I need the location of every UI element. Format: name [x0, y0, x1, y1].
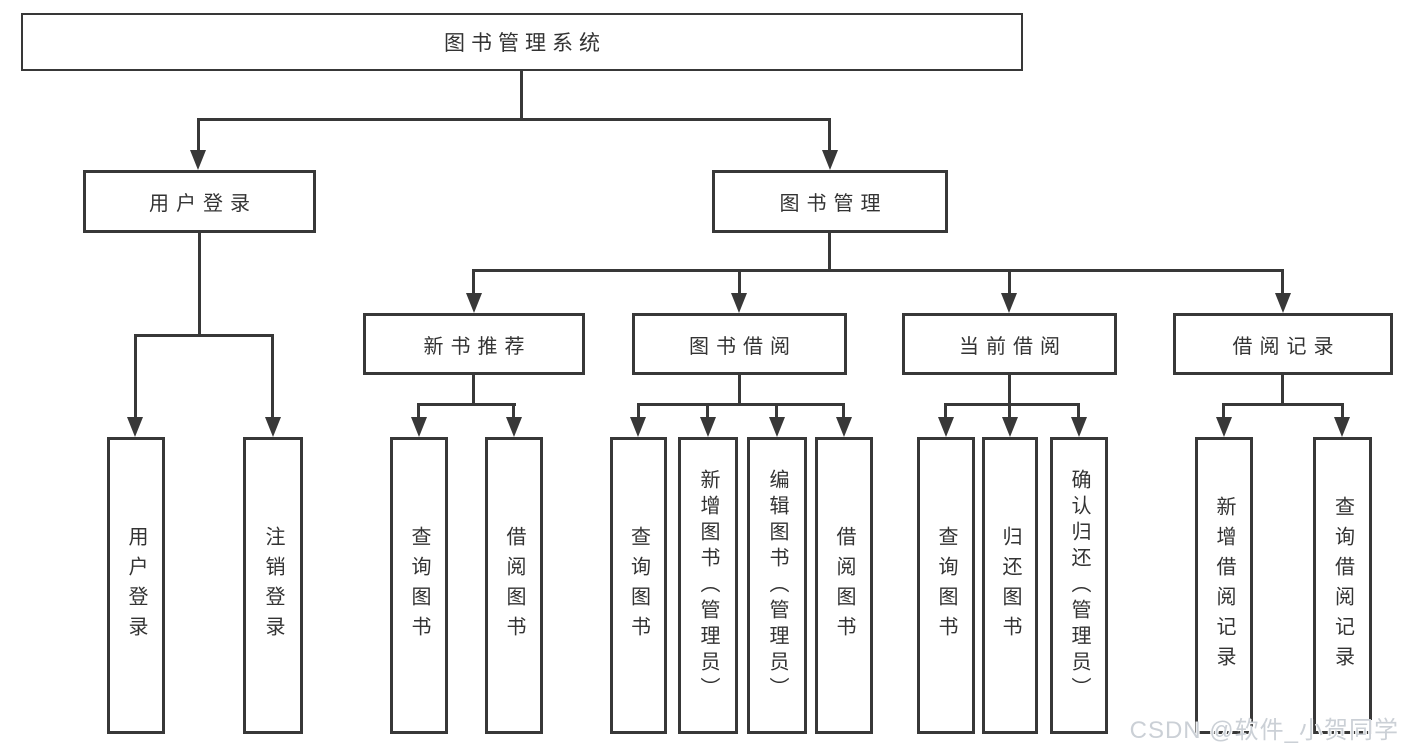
- leaf-current-confirm-return-admin-label: 确认归还（管理员）: [1068, 468, 1090, 703]
- leaf-borrow-edit-book-admin: 编辑图书（管理员）: [747, 437, 807, 734]
- arrow-down-icon: [411, 417, 427, 437]
- node-borrow-record-label: 借阅记录: [1232, 335, 1341, 358]
- connector-current-stem: [1008, 375, 1011, 406]
- arrow-down-icon: [700, 417, 716, 437]
- leaf-current-return-book: 归还图书: [982, 437, 1038, 734]
- connector-login-leg-1: [134, 334, 137, 419]
- leaf-new-borrow-book: 借阅图书: [485, 437, 543, 734]
- arrow-down-icon: [265, 417, 281, 437]
- leaf-current-query-book-label: 查询图书: [935, 525, 957, 646]
- leaf-borrow-borrow-book: 借阅图书: [815, 437, 873, 734]
- arrow-down-icon: [1275, 293, 1291, 313]
- leaf-user-login: 用户登录: [107, 437, 165, 734]
- connector-current-bar: [944, 403, 1079, 406]
- leaf-record-add-record-label: 新增借阅记录: [1213, 495, 1235, 676]
- node-current-borrow-label: 当前借阅: [959, 335, 1067, 358]
- arrow-down-icon: [731, 293, 747, 313]
- connector-root-leg-right: [828, 118, 831, 156]
- connector-login-leg-2: [271, 334, 274, 419]
- connector-root-bar: [197, 118, 831, 121]
- leaf-record-add-record: 新增借阅记录: [1195, 437, 1253, 734]
- connector-new-leg-2: [512, 403, 515, 421]
- connector-current-leg-2: [1008, 403, 1011, 421]
- arrow-down-icon: [938, 417, 954, 437]
- leaf-current-return-book-label: 归还图书: [999, 525, 1021, 646]
- node-book-borrow-label: 图书借阅: [689, 335, 797, 358]
- connector-record-leg-2: [1341, 403, 1344, 421]
- connector-mgmt-stem: [828, 233, 831, 272]
- node-book-borrow: 图书借阅: [632, 313, 847, 375]
- node-new-book-recommend-label: 新书推荐: [423, 335, 532, 358]
- leaf-borrow-query-book: 查询图书: [610, 437, 667, 734]
- arrow-down-icon: [769, 417, 785, 437]
- arrow-down-icon: [127, 417, 143, 437]
- arrow-down-icon: [1071, 417, 1087, 437]
- leaf-borrow-edit-book-admin-label: 编辑图书（管理员）: [766, 468, 788, 703]
- connector-root-leg-left: [197, 118, 200, 156]
- connector-record-stem: [1281, 375, 1284, 406]
- leaf-current-query-book: 查询图书: [917, 437, 975, 734]
- connector-new-bar: [419, 403, 516, 406]
- connector-mgmt-leg-1: [472, 269, 475, 299]
- connector-borrow-bar: [637, 403, 844, 406]
- connector-login-bar: [135, 334, 274, 337]
- node-root: 图书管理系统: [21, 13, 1023, 71]
- node-book-management-label: 图书管理: [779, 193, 888, 215]
- arrow-down-icon: [506, 417, 522, 437]
- leaf-record-query-record-label: 查询借阅记录: [1331, 495, 1354, 676]
- leaf-new-query-book: 查询图书: [390, 437, 448, 734]
- connector-borrow-leg-2: [706, 403, 709, 421]
- node-user-login-label: 用户登录: [149, 193, 257, 215]
- connector-new-stem: [472, 375, 475, 406]
- leaf-new-query-book-label: 查询图书: [408, 525, 430, 646]
- leaf-current-confirm-return-admin: 确认归还（管理员）: [1050, 437, 1108, 734]
- connector-current-leg-1: [944, 403, 947, 421]
- leaf-borrow-borrow-book-label: 借阅图书: [833, 525, 855, 646]
- connector-borrow-leg-1: [637, 403, 640, 421]
- connector-borrow-leg-4: [842, 403, 845, 421]
- csdn-watermark: CSDN @软件_小贺同学: [1129, 717, 1399, 744]
- connector-record-bar: [1222, 403, 1343, 406]
- connector-borrow-stem: [738, 375, 741, 406]
- node-user-login: 用户登录: [83, 170, 316, 233]
- arrow-down-icon: [1001, 293, 1017, 313]
- leaf-user-login-label: 用户登录: [125, 525, 147, 646]
- node-book-management: 图书管理: [712, 170, 948, 233]
- connector-mgmt-bar: [472, 269, 1283, 272]
- arrow-down-icon: [822, 150, 838, 170]
- leaf-logout: 注销登录: [243, 437, 303, 734]
- leaf-record-query-record: 查询借阅记录: [1313, 437, 1372, 734]
- leaf-logout-label: 注销登录: [262, 525, 284, 646]
- connector-current-leg-3: [1077, 403, 1080, 421]
- arrow-down-icon: [466, 293, 482, 313]
- node-new-book-recommend: 新书推荐: [363, 313, 585, 375]
- leaf-new-borrow-book-label: 借阅图书: [503, 525, 525, 646]
- arrow-down-icon: [630, 417, 646, 437]
- arrow-down-icon: [1334, 417, 1350, 437]
- connector-login-stem: [198, 233, 201, 337]
- leaf-borrow-add-book-admin-label: 新增图书（管理员）: [697, 468, 719, 703]
- connector-root-stem: [520, 69, 523, 119]
- arrow-down-icon: [1002, 417, 1018, 437]
- connector-mgmt-leg-4: [1281, 269, 1284, 299]
- leaf-borrow-add-book-admin: 新增图书（管理员）: [678, 437, 738, 734]
- leaf-borrow-query-book-label: 查询图书: [627, 525, 650, 646]
- connector-new-leg-1: [417, 403, 420, 421]
- connector-record-leg-1: [1222, 403, 1225, 421]
- node-borrow-record: 借阅记录: [1173, 313, 1393, 375]
- arrow-down-icon: [836, 417, 852, 437]
- connector-mgmt-leg-3: [1008, 269, 1011, 299]
- arrow-down-icon: [1216, 417, 1232, 437]
- node-root-label: 图书管理系统: [444, 32, 606, 55]
- connector-borrow-leg-3: [775, 403, 778, 421]
- node-current-borrow: 当前借阅: [902, 313, 1117, 375]
- arrow-down-icon: [190, 150, 206, 170]
- connector-mgmt-leg-2: [738, 269, 741, 299]
